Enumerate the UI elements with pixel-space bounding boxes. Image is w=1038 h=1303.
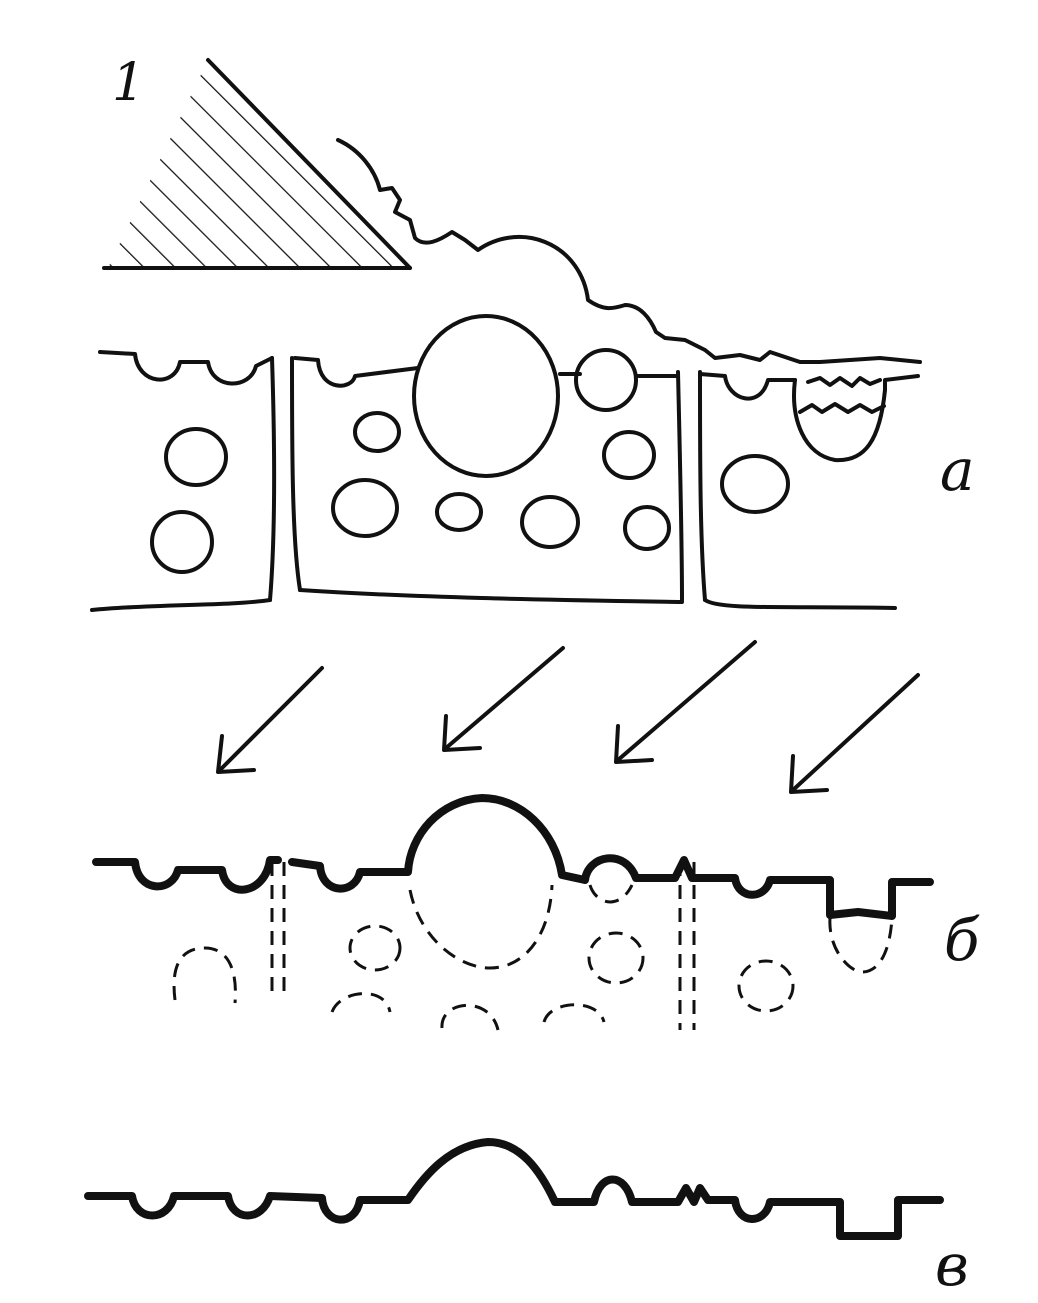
stage-a-structure [90,314,920,612]
arrow-2 [442,646,565,752]
tool-label: 1 [112,53,145,113]
stage-a-label: а [940,436,975,504]
direction-arrows [216,640,920,794]
arrow-3 [614,640,757,764]
cutting-tool [102,58,412,270]
chip-curve [336,138,922,364]
stage-c-label: в [935,1231,969,1299]
arrow-4 [789,673,920,794]
arrow-1 [216,666,324,774]
stage-c-profile [84,1138,944,1240]
stage-b-label: б [944,906,980,974]
stage-b-surface [92,794,934,1031]
